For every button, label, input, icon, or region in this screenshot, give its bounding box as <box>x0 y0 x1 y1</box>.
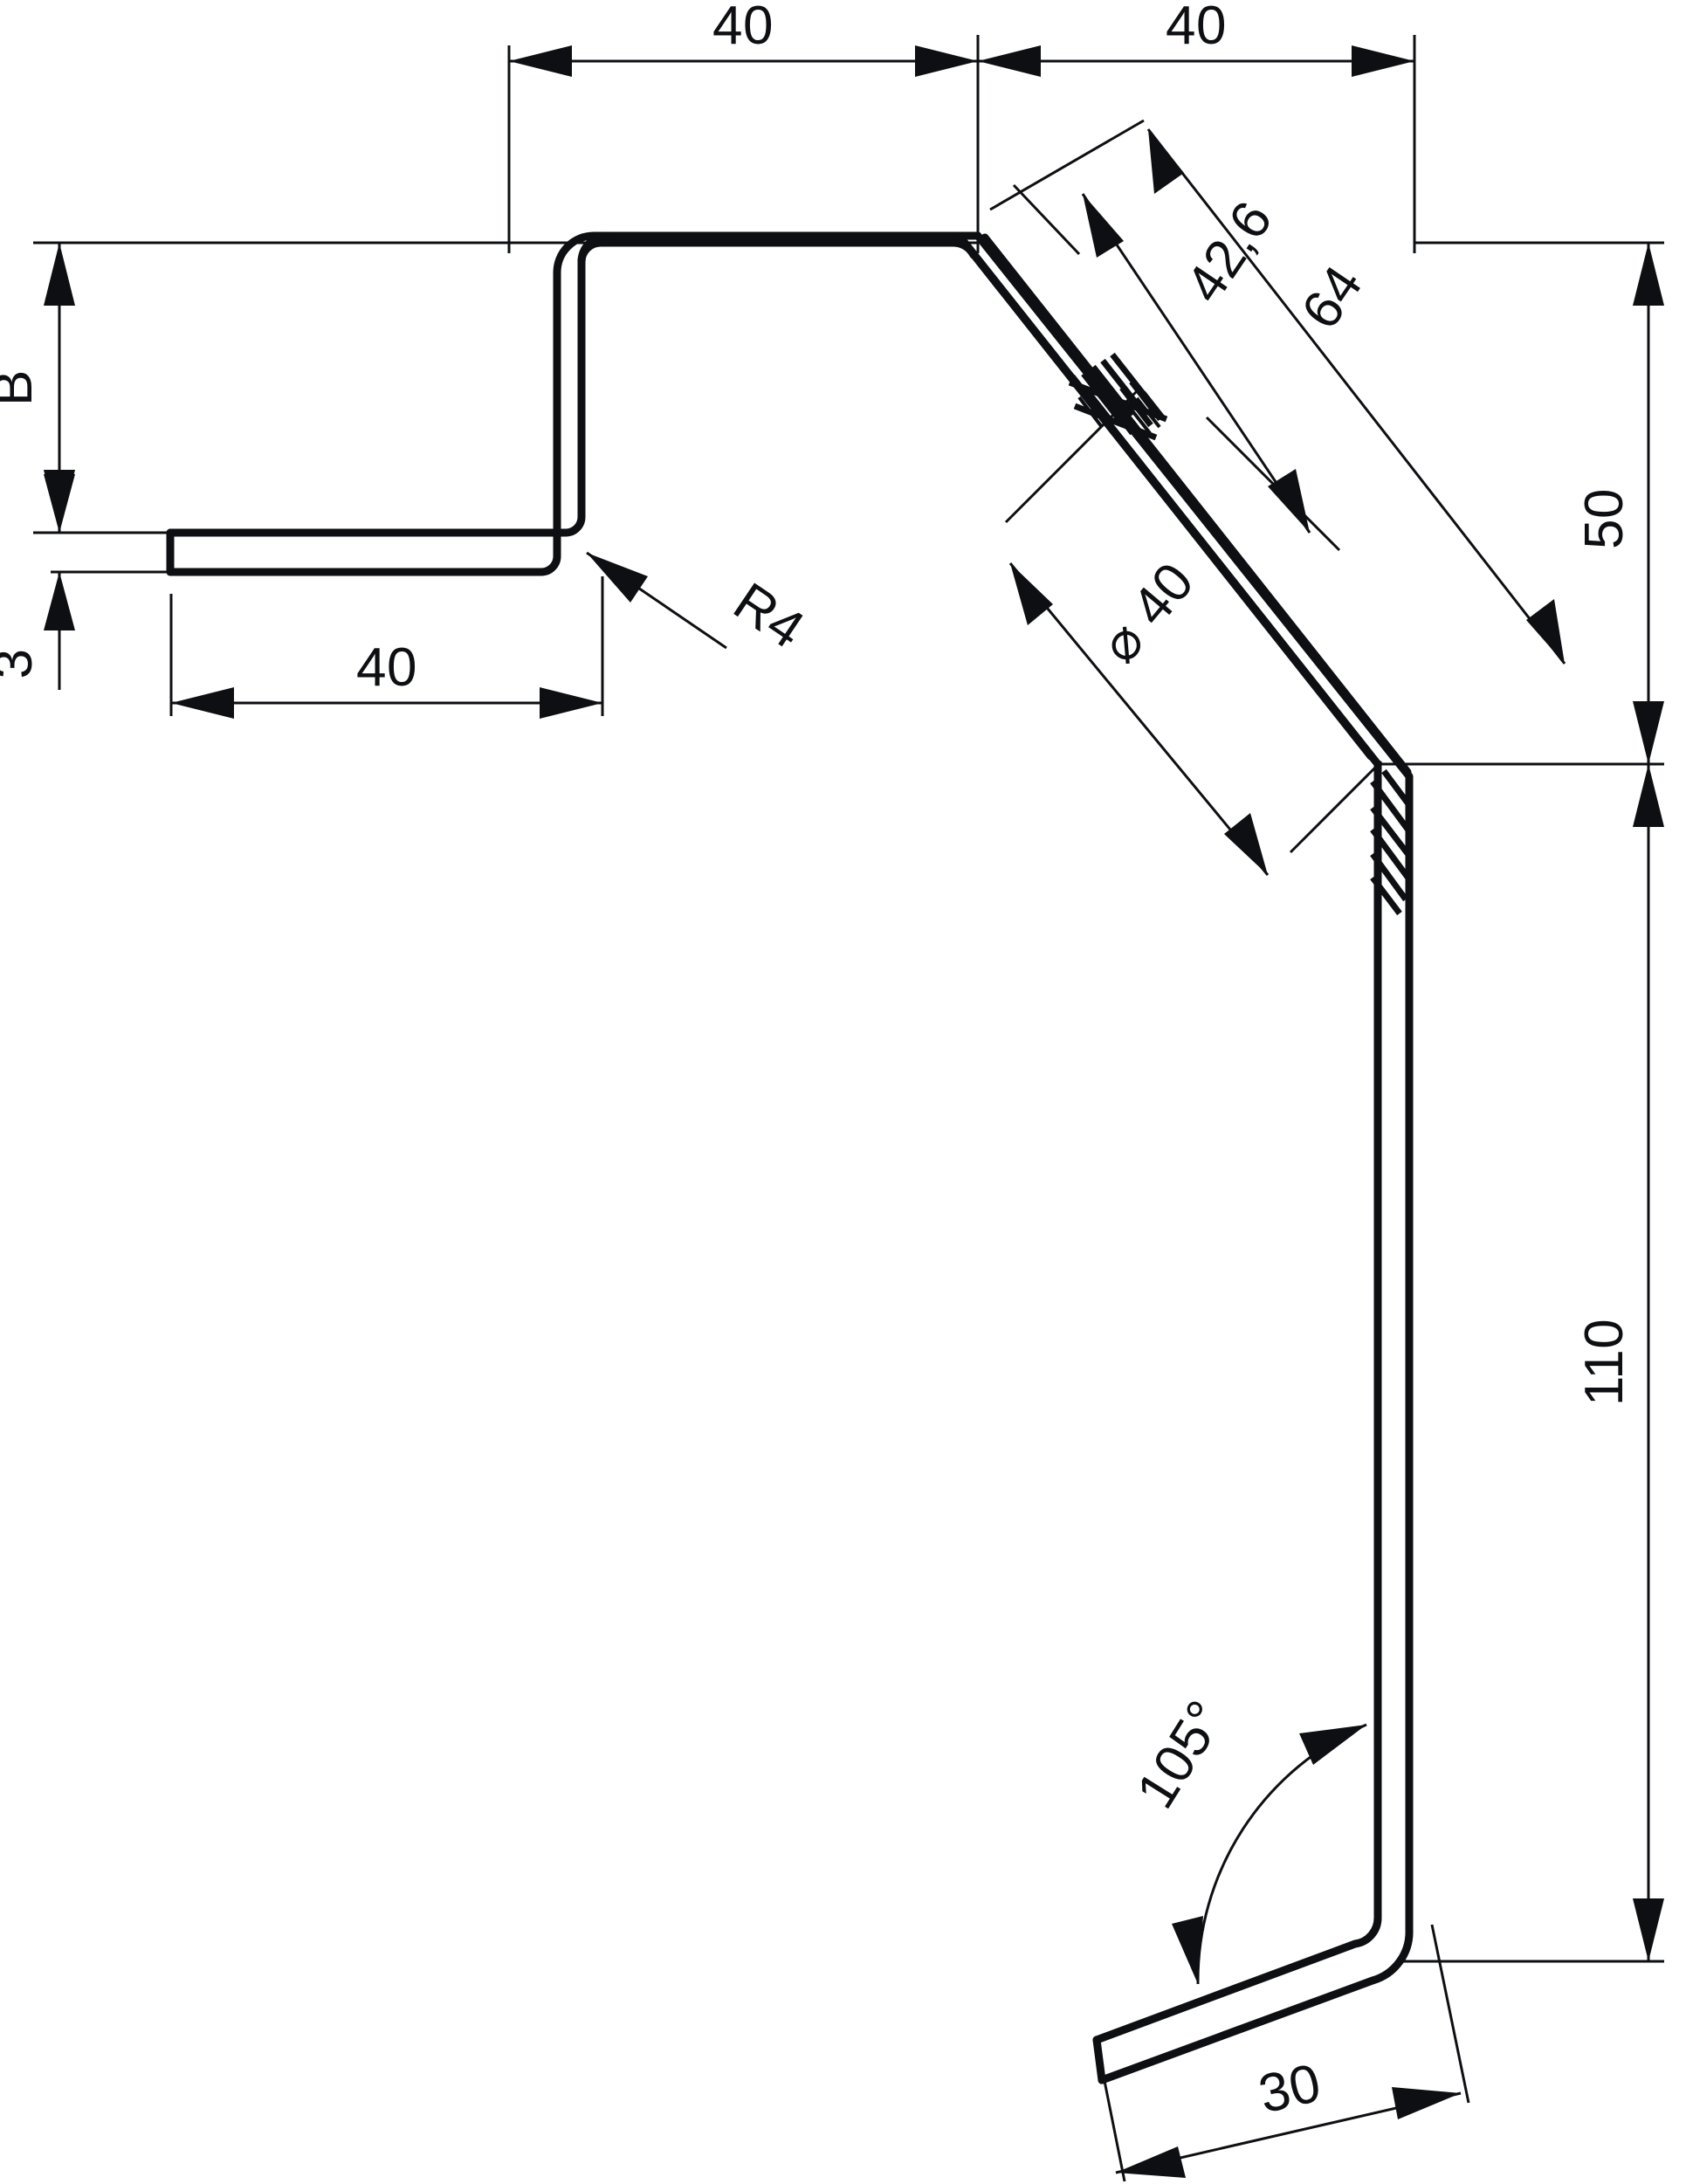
dim-label-30: 30 <box>1254 2053 1327 2125</box>
dimension-radius-r4: R4 <box>586 551 815 660</box>
arrow-top-right-40-right <box>1352 45 1414 77</box>
ext-line-64-upper <box>989 119 1145 211</box>
dim-label-B: B <box>0 369 44 406</box>
ext-line-30-left <box>1097 2050 1126 2182</box>
ext-line-dia40-lower <box>1289 760 1383 854</box>
dim-label-r4: R4 <box>723 571 815 660</box>
arrow-top-left-40-right <box>915 45 978 77</box>
dim-label-50: 50 <box>1574 488 1634 549</box>
arrow-64-upper <box>1148 129 1184 194</box>
arrow-dia40-lower <box>1224 813 1268 875</box>
arrow-thk-top <box>44 474 75 533</box>
dimension-top-left-40: 40 <box>507 0 980 253</box>
arrow-lower40-right <box>540 687 602 719</box>
dimension-thickness-3: 3 <box>0 454 170 690</box>
vertical-section-hatch <box>1370 768 1412 916</box>
arrow-426-lower <box>1268 469 1310 533</box>
profile-inner-contour <box>166 231 1414 2084</box>
arrow-30-right <box>1392 2087 1461 2119</box>
arrow-top-right-40-left <box>978 45 1041 77</box>
dim-label-426: 42,6 <box>1174 190 1284 313</box>
dim-line-dia40 <box>1008 562 1270 876</box>
dimension-right-50: 50 <box>1378 241 1664 766</box>
ext-line-426-upper <box>1012 183 1081 256</box>
dimension-incline-64: 64 <box>989 119 1566 665</box>
dimension-bottom-30: 30 <box>1097 1924 1470 2182</box>
arrow-r4 <box>587 553 648 603</box>
dimension-left-B: B <box>0 241 978 534</box>
ext-line-dia40-upper <box>1004 389 1139 524</box>
dim-label-thickness-3: 3 <box>0 649 44 679</box>
arrow-50-top <box>1633 243 1664 306</box>
ext-line-30-right <box>1430 1924 1470 2104</box>
dim-label-dia40: ⌀ 40 <box>1090 552 1207 675</box>
arrow-B-top <box>44 243 75 306</box>
dimension-top-right-40: 40 <box>978 0 1416 253</box>
dim-line-64 <box>1146 128 1566 665</box>
dim-line-426 <box>1081 193 1311 534</box>
dim-label-105: 105° <box>1125 1691 1237 1819</box>
profile-incline-outer <box>965 245 1375 761</box>
arrow-64-lower <box>1526 599 1565 664</box>
arrow-top-left-40-left <box>509 45 572 77</box>
incline-break-hatch <box>1068 352 1168 441</box>
dim-label-top-right-40: 40 <box>1166 0 1227 56</box>
dim-label-top-left-40: 40 <box>712 0 774 56</box>
dimension-incline-dia-40: ⌀ 40 <box>1004 389 1383 876</box>
arrow-110-bottom <box>1633 1898 1664 1961</box>
arrow-30-left <box>1116 2146 1186 2178</box>
arrow-lower40-left <box>171 687 234 719</box>
arrow-50-bottom <box>1633 701 1664 764</box>
profile-geometry <box>166 231 1414 2084</box>
dimension-lower-left-40: 40 <box>169 576 604 719</box>
arrow-105-start <box>1299 1725 1366 1765</box>
profile-incline-inner <box>981 233 1412 776</box>
arrow-thk-bottom <box>44 572 75 630</box>
dimension-angle-105: 105° <box>1125 1691 1367 1985</box>
dimension-right-110: 110 <box>1397 764 1664 1963</box>
arrow-dia40-upper <box>1010 563 1053 625</box>
arrow-426-upper <box>1083 194 1124 258</box>
arrow-105-end <box>1172 1916 1203 1984</box>
arrow-110-top <box>1633 764 1664 827</box>
dim-label-lower-left-40: 40 <box>356 637 417 698</box>
dim-label-110: 110 <box>1574 1319 1634 1406</box>
